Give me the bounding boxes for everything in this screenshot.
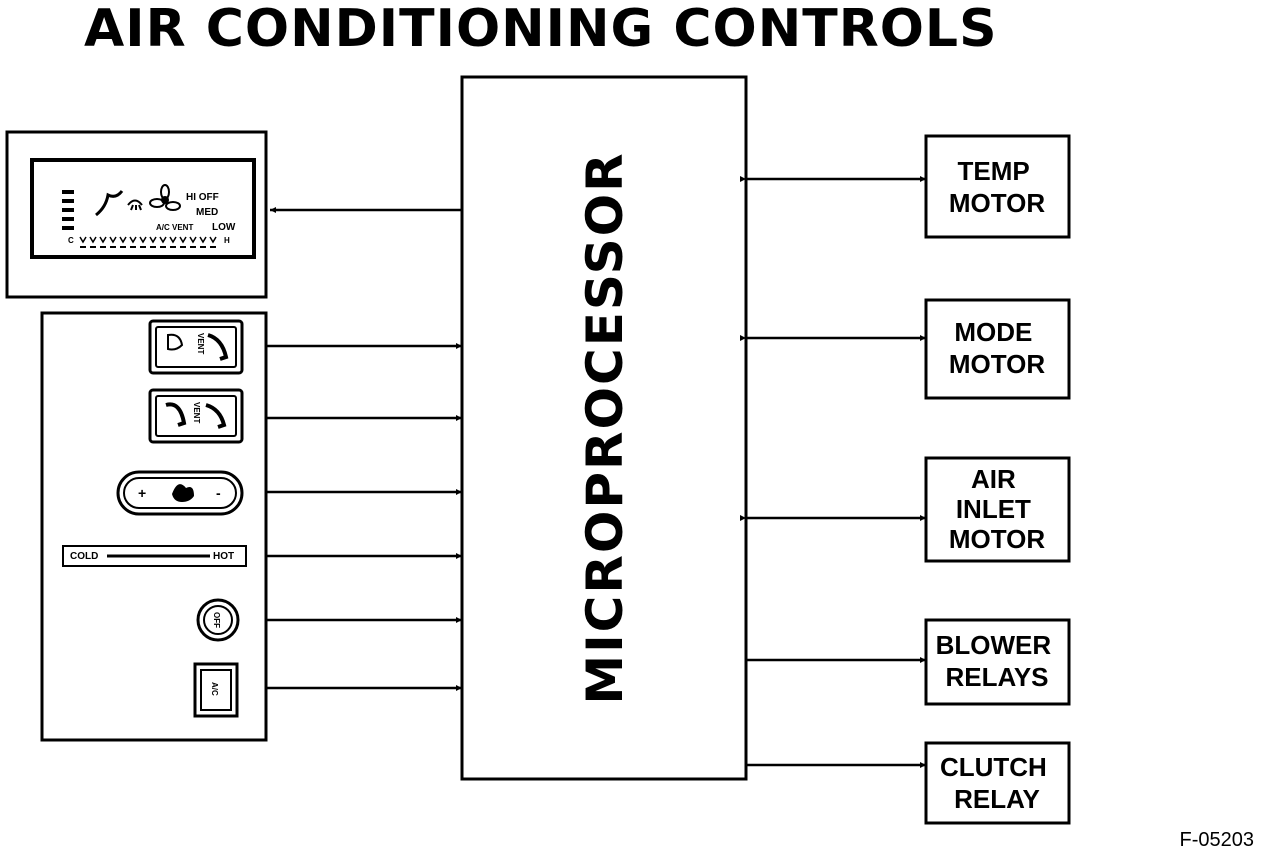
mode-motor-label: MODE MOTOR — [949, 317, 1046, 379]
off-button[interactable]: OFF — [196, 598, 240, 642]
airflow-icon — [205, 403, 227, 429]
airflow-icon — [165, 402, 187, 427]
air-inlet-motor-label: AIR INLET MOTOR — [949, 464, 1046, 554]
microprocessor-box — [460, 75, 748, 781]
vent-label: VENT — [196, 333, 205, 354]
fan-icon — [172, 484, 194, 502]
blower-relays-label: BLOWER RELAYS — [936, 630, 1059, 692]
fan-icon — [149, 184, 181, 211]
fan-rocker-switch[interactable]: + - — [116, 470, 244, 516]
off-button-label: OFF — [212, 612, 221, 628]
slider-cold-label: COLD — [70, 551, 98, 562]
temperature-scale — [79, 236, 217, 244]
page-title: AIR CONDITIONING CONTROLS — [84, 0, 998, 59]
display-segments — [62, 190, 74, 230]
mode-button-1[interactable]: VENT — [148, 319, 244, 375]
temperature-slider[interactable]: COLD HOT — [62, 545, 247, 567]
vent-label: VENT — [192, 402, 201, 423]
fan-increase-sign: + — [138, 485, 146, 501]
blower-relays-box — [924, 618, 1071, 706]
mode-motor-box — [924, 298, 1071, 400]
fan-low-label: LOW — [212, 222, 236, 233]
scale-c-label: C — [68, 236, 74, 245]
fan-hi-off-label: HI OFF — [186, 192, 219, 203]
mode-label: A/C VENT — [156, 223, 193, 232]
clutch-relay-box — [924, 741, 1071, 825]
windshield-icon — [167, 333, 184, 351]
mode-button-2[interactable]: VENT — [148, 388, 244, 444]
fan-decrease-sign: - — [216, 485, 221, 501]
slider-hot-label: HOT — [213, 551, 234, 562]
air-inlet-motor-box — [924, 456, 1071, 563]
clutch-relay-label: CLUTCH RELAY — [940, 752, 1054, 814]
ac-button-label: A/C — [210, 682, 219, 696]
fan-med-label: MED — [196, 207, 218, 218]
defrost-icon — [127, 199, 143, 211]
ac-button[interactable]: A/C — [193, 662, 239, 718]
temp-motor-label: TEMP MOTOR — [949, 156, 1046, 218]
windshield-icon — [95, 190, 124, 217]
figure-code: F-05203 — [1180, 829, 1255, 851]
airflow-icon — [207, 333, 229, 361]
temp-motor-box — [924, 134, 1071, 239]
scale-h-label: H — [224, 236, 230, 245]
microprocessor-label: MICROPROCESSOR — [576, 151, 634, 704]
